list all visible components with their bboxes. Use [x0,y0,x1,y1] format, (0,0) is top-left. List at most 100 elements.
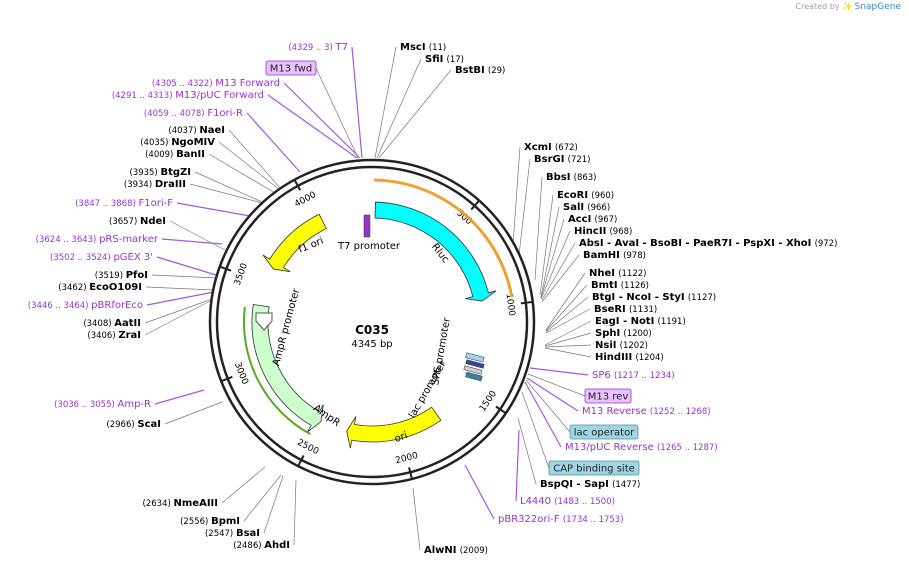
site-name: AbsI - AvaI - BsoBI - PaeR7I - PspXI - X… [579,238,811,249]
leader-line [315,67,359,159]
boxed-label: M13 rev [588,392,629,403]
site-name: BanII [176,149,205,160]
leader-line [540,230,571,300]
primer-name: pBR322ori-F [498,514,560,525]
site-label: BtgI - NcoI - StyI (1127) [592,292,716,303]
primer-name: M13 Reverse [582,406,647,417]
site-name: AatII [114,318,141,329]
site-name: HincII [574,226,606,237]
site-label: AbsI - AvaI - BsoBI - PaeR7I - PspXI - X… [579,238,837,249]
leader-line [540,218,565,299]
primer-name: F1ori-F [139,198,174,209]
leader-line [151,274,218,279]
site-label: (4037) NaeI [168,125,225,136]
tick-mark [520,300,533,305]
leader-line [545,296,589,333]
site-name: BamHI [583,250,620,261]
site-name: AccI [568,214,591,225]
primer-name: L4440 [520,496,551,507]
site-label: (3408) AatII [83,318,141,329]
leader-line [544,320,592,346]
site-name: BmtI [591,280,618,291]
leader-line [518,158,531,256]
site-name: BbsI [546,172,570,183]
site-label: SalI (966) [563,202,610,213]
primer-name: pBRforEco [91,300,143,311]
primer-label: M13 Reverse (1252 .. 1268) [582,406,711,417]
primer-position: (4329 .. 3) [288,43,335,53]
tick-mark [495,405,507,415]
site-name: BtgZI [160,167,191,178]
leader-line [464,464,495,520]
site-label: BamHI (978) [583,250,646,261]
leader-line [544,347,592,358]
m13-rev-marker [465,359,485,369]
primer-name: F1ori-R [207,108,243,119]
leader-line [524,381,562,448]
leader-line [378,69,452,159]
snapgene-credit: Created by ✨ SnapGene [796,2,901,12]
leader-line [545,284,588,332]
boxed-label: lac operator [574,428,635,439]
leader-line [283,82,361,159]
tick-mark [297,455,305,467]
feature-arrow-f1-ori [262,213,327,273]
primer-name: M13 Forward [215,78,280,89]
tick-label: 1000 [504,293,517,317]
leader-line [146,291,215,306]
site-name: BsrGI [534,154,564,165]
leader-line [412,487,421,551]
inner-label: AmpR promoter [271,287,302,367]
site-position: (3406) [87,331,118,341]
site-label: (2966) ScaI [106,419,161,430]
site-name: BpmI [211,516,240,527]
site-position: (2486) [233,541,264,551]
site-label: (4009) BanII [145,149,205,160]
leader-line [161,238,223,245]
primer-position: (1483 .. 1500) [554,497,615,507]
tick-mark [293,179,302,191]
site-name: EcoO109I [89,282,142,293]
primer-name: pGEX 3' [113,252,153,263]
site-position: (1122) [618,269,646,279]
leader-line [218,141,281,191]
site-name: BtgI - NcoI - StyI [592,292,685,303]
site-position: (3934) [124,180,155,190]
site-name: ScaI [137,419,161,430]
primer-label: (4059 .. 4078) F1ori-R [144,108,243,119]
primer-label: L4440 (1483 .. 1500) [520,496,615,507]
site-label: (4035) NgoMIV [140,137,215,148]
site-position: (1131) [629,305,657,315]
feature-arrows [243,201,497,449]
primer-position: (4305 .. 4322) [152,79,215,89]
site-label: AccI (967) [568,214,617,225]
primer-label: (4305 .. 4322) M13 Forward [152,78,280,89]
site-label: BbsI (863) [546,172,597,183]
site-name: HindIII [595,352,632,363]
leader-line [351,46,363,159]
ampr-promoter-marker [255,312,273,331]
site-label: (3934) DraIII [124,179,186,190]
site-position: (721) [568,155,591,165]
primer-label: (3502 .. 3524) pGEX 3' [50,252,153,263]
tick-mark [470,199,480,211]
primer-name: SP6 [592,370,611,381]
sp6-promoter-marker [465,352,485,363]
site-label: EagI - NotI (1191) [595,316,686,327]
inner-label: ori [393,430,409,445]
feature-arrow-rluc [374,201,497,302]
site-label: SfiI (17) [425,54,464,65]
site-position: (978) [623,251,646,261]
leader-line [267,94,358,159]
leader-line [529,367,589,376]
primer-label: pBR322ori-F (1734 .. 1753) [498,514,624,525]
primer-name: M13/pUC Reverse [565,442,654,453]
leader-line [246,112,301,173]
site-label: (3462) EcoO109I [58,282,142,293]
primer-position: (3847 .. 3868) [75,199,138,209]
leader-line [512,146,521,246]
snapgene-logo-icon: ✨ [842,2,853,11]
site-position: (967) [595,215,618,225]
leader-line [539,194,554,296]
